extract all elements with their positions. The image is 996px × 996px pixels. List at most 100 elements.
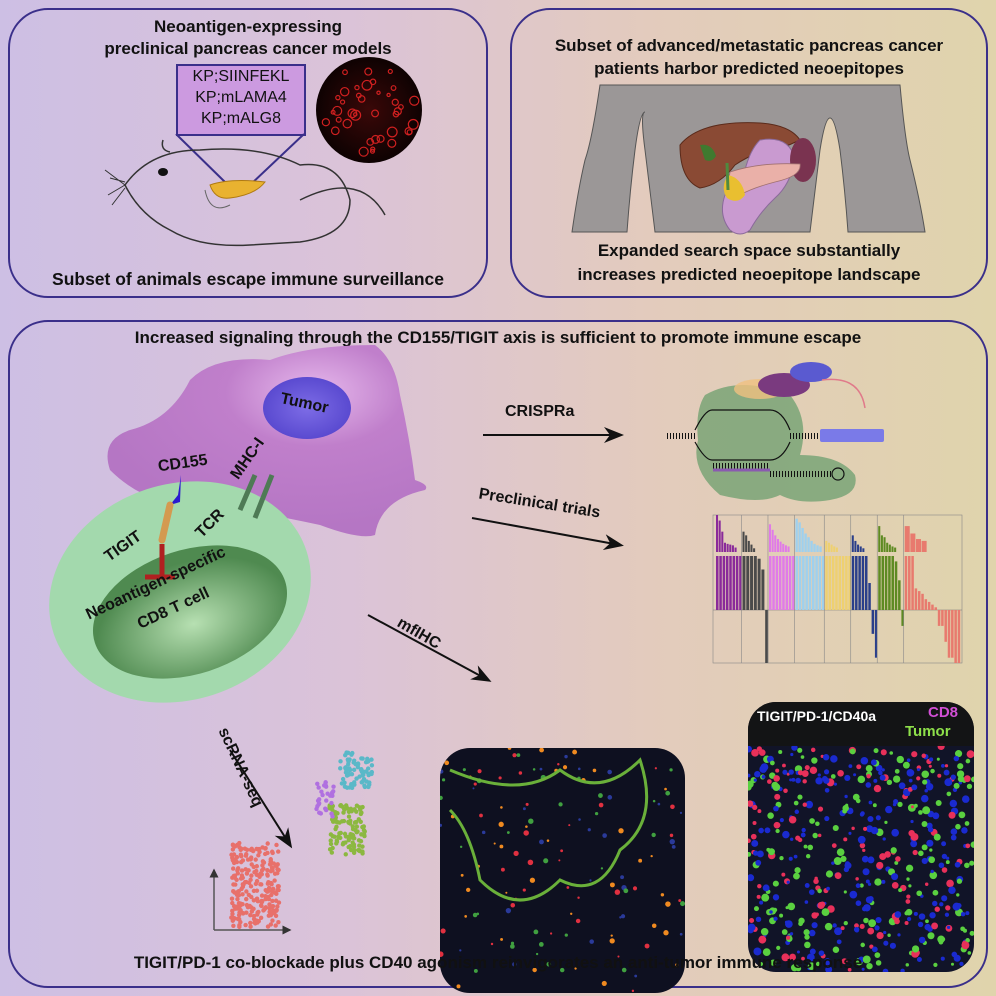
cell (807, 844, 814, 851)
cell (925, 783, 934, 791)
umap-cell (246, 868, 251, 873)
waterfall-bar (742, 556, 746, 610)
cell (670, 804, 675, 810)
umap-cell (266, 885, 272, 891)
cell (533, 929, 539, 935)
cell (861, 967, 865, 971)
cell (855, 900, 862, 907)
cell (538, 942, 544, 947)
umap-cell (244, 847, 250, 853)
cell (758, 935, 767, 944)
umap-cell (233, 906, 238, 911)
umap-cell (269, 865, 275, 870)
waterfall-bar (927, 601, 931, 610)
cell (751, 839, 759, 847)
cell (748, 851, 752, 857)
cell (513, 850, 519, 857)
cell (843, 890, 847, 894)
cell (905, 963, 909, 967)
cell (781, 929, 788, 935)
organoid (386, 92, 391, 98)
top-bar (734, 547, 737, 552)
cell (761, 775, 766, 779)
umap-cell (352, 758, 357, 763)
cell (905, 864, 914, 872)
umap-cell (270, 898, 275, 904)
umap-cell (265, 867, 270, 873)
cell (889, 942, 896, 949)
umap-cell (249, 855, 254, 860)
umap-cell (342, 780, 347, 785)
cell (958, 811, 966, 819)
organoid (321, 118, 331, 127)
cell (634, 974, 638, 978)
cell (789, 932, 794, 936)
cell (872, 803, 877, 808)
organoid (339, 86, 350, 97)
cell (782, 830, 790, 839)
umap-cell (330, 845, 335, 851)
umap-cell (338, 830, 343, 836)
cell (966, 783, 973, 790)
cell (843, 837, 848, 842)
cell (560, 849, 564, 853)
cell (867, 927, 875, 935)
cell (680, 901, 685, 907)
cell (664, 787, 667, 791)
cell (601, 980, 607, 986)
organoid (371, 134, 381, 144)
cell (558, 859, 561, 862)
cell (756, 746, 762, 752)
umap-cell (239, 868, 245, 873)
cell (946, 879, 954, 888)
cell (885, 805, 893, 814)
cell (527, 859, 534, 866)
cell (795, 777, 801, 784)
mhc-tcr-complex (237, 474, 275, 519)
cell (802, 779, 807, 784)
chart-frame (712, 514, 963, 664)
top-bar (729, 544, 732, 552)
umap-cell (330, 807, 335, 813)
patients-panel (510, 8, 988, 298)
cell (570, 912, 573, 915)
cell (865, 896, 873, 904)
umap-cell (275, 862, 280, 868)
waterfall-bar (874, 610, 878, 658)
cell (566, 886, 570, 889)
cell (785, 935, 791, 940)
top-bar (779, 541, 782, 552)
cell (652, 799, 656, 803)
cell (952, 902, 961, 911)
umap-cell (255, 912, 260, 917)
cell (669, 833, 674, 838)
umap-cell (270, 886, 276, 892)
cell (969, 930, 974, 936)
cell (748, 800, 754, 807)
umap-cell (254, 878, 260, 884)
cell (859, 883, 864, 888)
cell (678, 899, 682, 902)
cell (786, 880, 790, 884)
umap-cell (360, 832, 366, 837)
waterfall-bar (904, 556, 908, 610)
cell (938, 862, 945, 869)
cell (908, 778, 913, 783)
cell (789, 778, 793, 782)
cell (498, 821, 504, 827)
waterfall-bar (884, 556, 888, 610)
cell (969, 860, 974, 866)
umap-cell (349, 785, 355, 790)
cell (946, 791, 952, 797)
cell (518, 771, 523, 775)
waterfall-bar (792, 556, 795, 610)
cell (906, 877, 910, 881)
cell (938, 939, 944, 945)
cell (559, 967, 565, 973)
top-bar (878, 526, 881, 552)
cell (930, 869, 934, 874)
umap-cell (361, 772, 366, 778)
cell (920, 794, 929, 803)
waterfall-bar (951, 610, 954, 658)
cell (933, 833, 941, 841)
